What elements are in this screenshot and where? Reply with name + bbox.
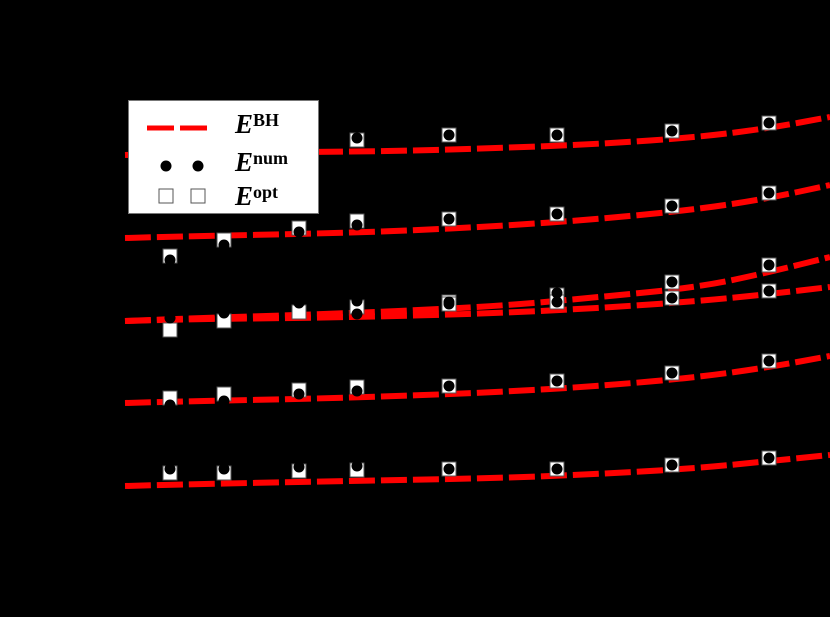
num-marker — [551, 463, 563, 475]
num-marker — [293, 388, 305, 400]
legend-label-opt: Eopt — [235, 181, 279, 211]
num-marker — [666, 459, 678, 471]
num-marker — [666, 292, 678, 304]
open-square-icon — [158, 188, 206, 204]
num-marker — [351, 460, 363, 472]
legend-item-bh: EBH — [129, 105, 318, 143]
num-marker — [164, 312, 176, 324]
num-marker — [351, 385, 363, 397]
num-marker — [293, 226, 305, 238]
red-dashed-line-icon — [147, 125, 207, 131]
num-marker — [218, 239, 230, 251]
num-marker — [443, 298, 455, 310]
num-marker — [443, 463, 455, 475]
bh-line-curve-3b — [124, 284, 830, 324]
num-marker — [351, 308, 363, 320]
num-marker — [763, 187, 775, 199]
opt-marker — [162, 322, 178, 338]
num-marker — [666, 367, 678, 379]
num-marker — [443, 213, 455, 225]
num-marker — [293, 461, 305, 473]
num-marker — [763, 117, 775, 129]
bh-line-curve-5 — [124, 452, 830, 489]
bh-line-curve-2 — [124, 182, 830, 241]
num-marker — [351, 295, 363, 307]
num-marker — [666, 200, 678, 212]
legend-item-opt: Eopt — [129, 177, 318, 215]
legend-item-num: Enum — [129, 143, 318, 181]
num-marker — [763, 355, 775, 367]
num-marker — [164, 463, 176, 475]
num-marker — [218, 395, 230, 407]
num-marker — [551, 129, 563, 141]
num-marker — [293, 297, 305, 309]
bh-line-curve-4 — [124, 353, 830, 406]
num-marker — [666, 276, 678, 288]
num-marker — [218, 307, 230, 319]
num-marker — [666, 125, 678, 137]
legend: EBH Enum Eopt — [128, 100, 319, 214]
num-marker — [763, 259, 775, 271]
num-marker — [351, 219, 363, 231]
filled-circle-icon — [160, 160, 204, 172]
num-marker — [351, 132, 363, 144]
legend-label-bh: EBH — [235, 109, 280, 139]
num-marker — [218, 463, 230, 475]
num-marker — [763, 285, 775, 297]
num-marker — [164, 254, 176, 266]
legend-label-num: Enum — [235, 147, 289, 177]
num-marker — [551, 287, 563, 299]
num-marker — [551, 208, 563, 220]
num-markers — [164, 117, 775, 475]
num-marker — [443, 380, 455, 392]
num-marker — [551, 296, 563, 308]
num-marker — [443, 129, 455, 141]
num-marker — [763, 452, 775, 464]
num-marker — [551, 375, 563, 387]
num-marker — [164, 399, 176, 411]
